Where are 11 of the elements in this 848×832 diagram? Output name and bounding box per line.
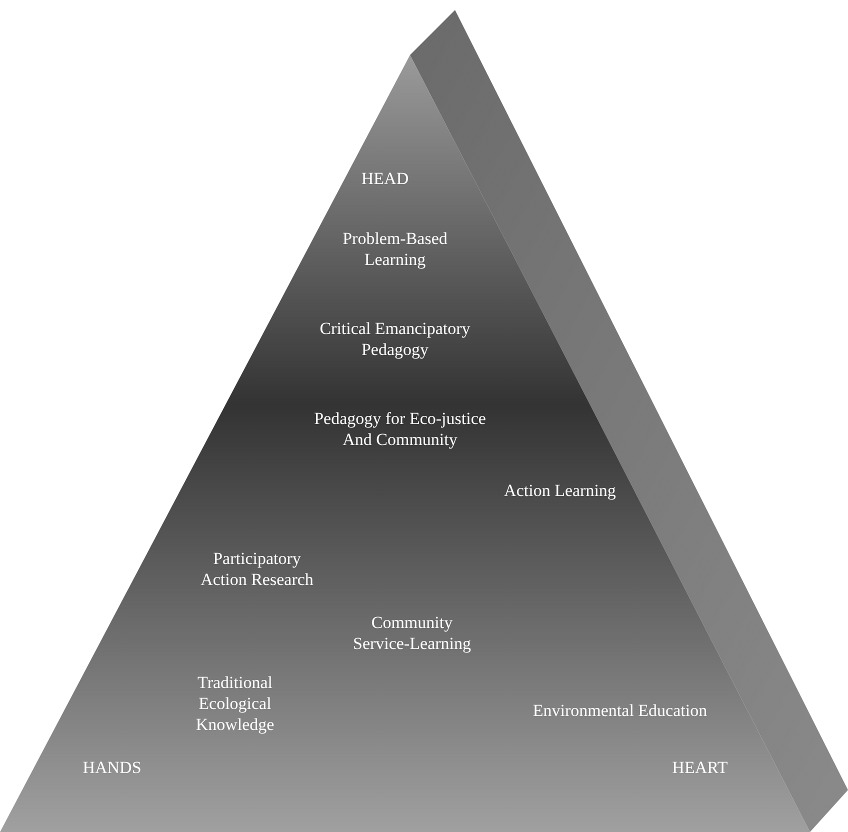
pyramid-label: Environmental Education [532, 700, 708, 721]
pyramid-label: Participatory Action Research [200, 548, 314, 590]
pyramid-label: Problem-Based Learning [342, 228, 448, 270]
pyramid-label: Community Service-Learning [352, 612, 472, 654]
pyramid-label: HANDS [82, 757, 142, 778]
pyramid-label: Action Learning [503, 480, 617, 501]
pyramid-label: HEART [671, 757, 729, 778]
pyramid-label: Traditional Ecological Knowledge [194, 672, 276, 735]
pyramid-label: HEAD [360, 168, 410, 189]
pyramid-label: Critical Emancipatory Pedagogy [318, 318, 472, 360]
pyramid-label: Pedagogy for Eco-justice And Community [313, 408, 487, 450]
